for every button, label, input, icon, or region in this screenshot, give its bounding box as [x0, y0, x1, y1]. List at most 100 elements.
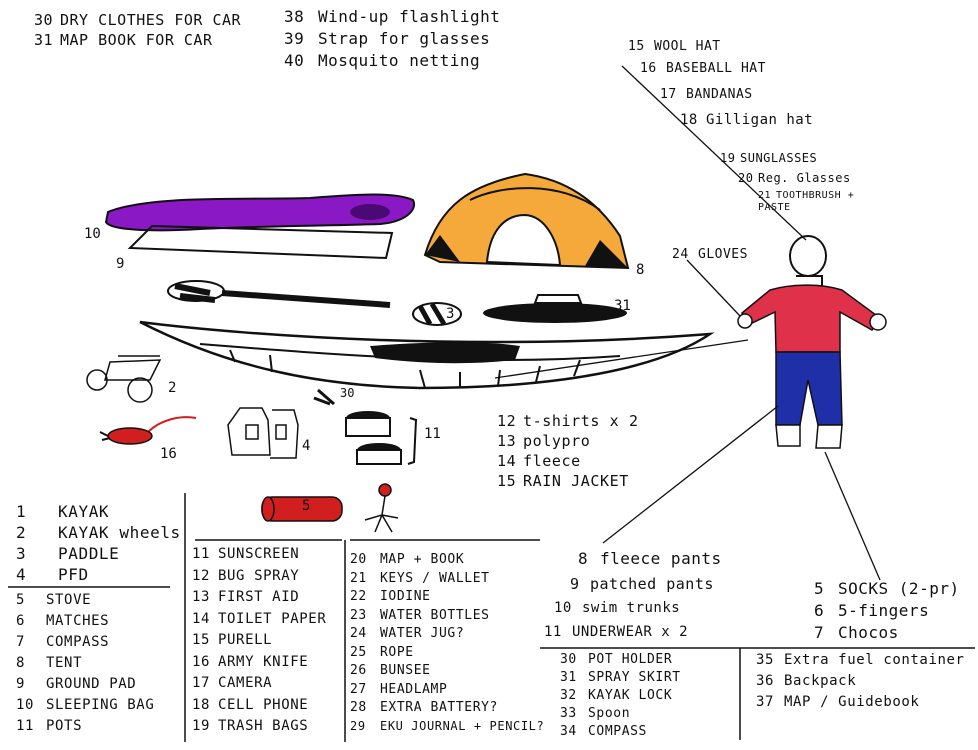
item-number: 23 — [350, 608, 380, 623]
item-text: PADDLE — [58, 544, 119, 563]
note-text: Wind-up flashlight — [318, 7, 500, 26]
note-number: 40 — [284, 52, 318, 69]
item-text: TOILET PAPER — [218, 611, 326, 627]
list-item: 11POTS — [16, 718, 154, 739]
item-text: patched pants — [590, 575, 714, 593]
item-number: 14 — [497, 452, 523, 470]
item-number: 6 — [16, 613, 46, 629]
list-item: 9GROUND PAD — [16, 676, 154, 697]
item-text: WATER JUG? — [380, 626, 464, 641]
item-number: 15 — [192, 632, 218, 648]
item-number: 8 — [578, 550, 600, 567]
kayak-drawing — [140, 322, 710, 388]
item-text: MAP / Guidebook — [784, 694, 919, 710]
item-number: 24 — [672, 246, 698, 263]
item-number: 19 — [192, 718, 218, 734]
item-text: COMPASS — [588, 724, 647, 739]
note-number: 30 — [34, 12, 60, 29]
item-text: MATCHES — [46, 613, 109, 629]
item-text: KEYS / WALLET — [380, 571, 490, 586]
label-paddle: 3 — [446, 306, 454, 322]
label-sleeping-bag: 10 — [84, 226, 101, 242]
kayak-wheels-drawing — [87, 356, 160, 402]
item-text: fleece — [523, 452, 581, 470]
list-item: 1KAYAK — [16, 502, 181, 523]
label-pot-holder: 30 — [340, 386, 354, 400]
item-text: PURELL — [218, 632, 272, 648]
army-knife-drawing — [100, 417, 196, 444]
item-number: 22 — [350, 589, 380, 604]
list-item: 10SLEEPING BAG — [16, 697, 154, 718]
note-flashlight: 38Wind-up flashlight — [284, 8, 500, 25]
item-text: polypro — [523, 432, 590, 450]
item-number: 25 — [350, 645, 380, 660]
list-item: 20MAP + BOOK — [350, 552, 544, 571]
item-number: 16 — [192, 654, 218, 670]
item-number: 7 — [16, 634, 46, 650]
item-text: CELL PHONE — [218, 697, 308, 713]
item-number: 1 — [16, 502, 58, 521]
list-item: 7COMPASS — [16, 634, 154, 655]
list-extras: 30POT HOLDER 31SPRAY SKIRT 32KAYAK LOCK … — [560, 652, 681, 742]
list-item: 12BUG SPRAY — [192, 568, 326, 590]
list-item: 32KAYAK LOCK — [560, 688, 681, 706]
item-text: Backpack — [784, 673, 856, 689]
item-text: POT HOLDER — [588, 652, 672, 667]
item-text: IODINE — [380, 589, 431, 604]
torso-item: 15RAIN JACKET — [497, 472, 639, 492]
item-text: fleece pants — [600, 549, 722, 568]
head-item: 17BANDANAS — [660, 86, 753, 103]
note-number: 38 — [284, 8, 318, 25]
list-item: 3PADDLE — [16, 544, 181, 565]
item-text: BASEBALL HAT — [666, 61, 766, 76]
list-item: 16ARMY KNIFE — [192, 654, 326, 676]
item-text: CAMERA — [218, 675, 272, 691]
list-item: 6MATCHES — [16, 613, 154, 634]
list-item: 2KAYAK wheels — [16, 523, 181, 544]
item-number: 31 — [560, 670, 588, 685]
spray-skirt-drawing — [483, 295, 627, 323]
list-item: 4PFD — [16, 565, 181, 586]
item-text: FIRST AID — [218, 589, 299, 605]
item-text: WOOL HAT — [654, 39, 721, 54]
item-number: 10 — [16, 697, 46, 713]
item-number: 11 — [544, 624, 572, 641]
item-number: 7 — [814, 624, 838, 641]
list-misc-supplies: 20MAP + BOOK 21KEYS / WALLET 22IODINE 23… — [350, 552, 544, 737]
item-number: 12 — [192, 568, 218, 584]
list-item: 29EKU JOURNAL + PENCIL? — [350, 719, 544, 738]
item-number: 11 — [192, 546, 218, 562]
item-text: KAYAK — [58, 502, 109, 521]
item-text: SLEEPING BAG — [46, 697, 154, 713]
paddle-drawing — [168, 281, 461, 325]
item-number: 15 — [628, 38, 654, 55]
item-number: 5 — [814, 580, 838, 597]
item-text: Extra fuel container — [784, 652, 965, 668]
label-ground-pad: 9 — [116, 256, 124, 272]
item-number: 34 — [560, 724, 588, 739]
item-text: SPRAY SKIRT — [588, 670, 681, 685]
item-text: BUG SPRAY — [218, 568, 299, 584]
item-number: 13 — [497, 432, 523, 450]
item-number: 37 — [756, 694, 784, 710]
label-tent: 8 — [636, 262, 644, 278]
